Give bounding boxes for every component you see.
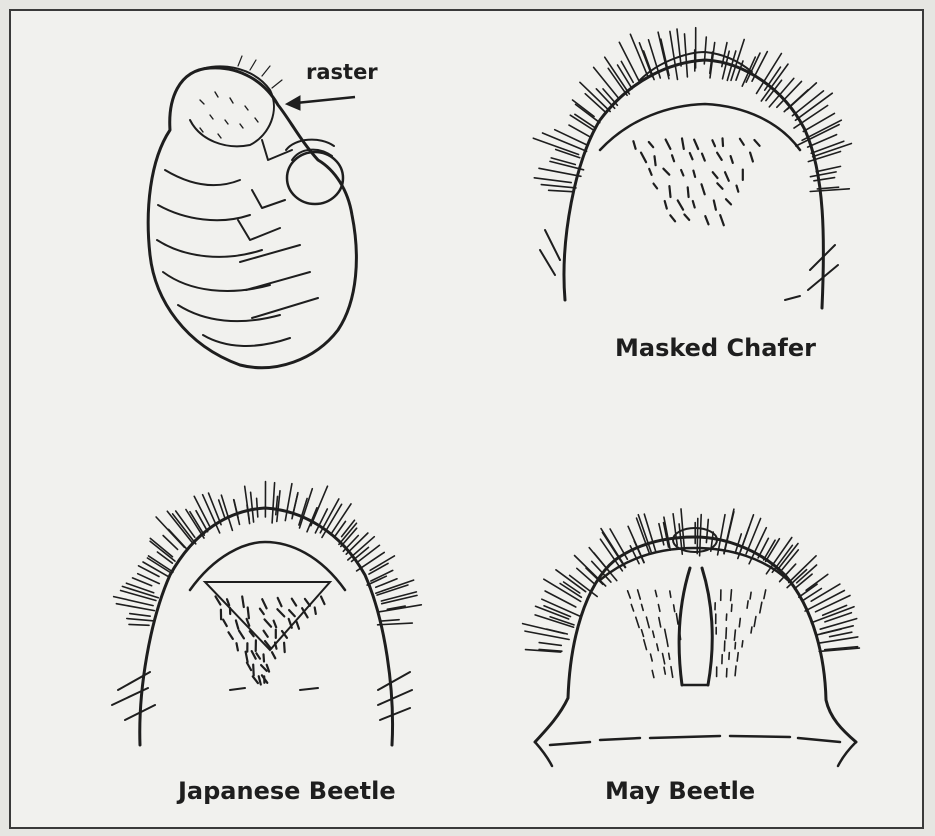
japanese-beetle-caption: Japanese Beetle bbox=[178, 777, 396, 805]
may-beetle-seta bbox=[742, 641, 743, 647]
masked-chafer-seta bbox=[723, 138, 724, 146]
seta-hair bbox=[129, 624, 149, 625]
plate-frame bbox=[10, 10, 923, 828]
raster-label: raster bbox=[306, 60, 378, 84]
masked-chafer-seta bbox=[688, 187, 689, 197]
may-beetle-seta bbox=[737, 653, 738, 661]
japanese-beetle-seta bbox=[253, 665, 254, 676]
may-beetle-seta bbox=[739, 618, 740, 626]
may-beetle-seta bbox=[747, 601, 748, 608]
may-beetle-seta bbox=[750, 592, 751, 599]
may-beetle-seta bbox=[735, 643, 736, 649]
masked-chafer-seta bbox=[655, 156, 656, 165]
japanese-beetle-seta bbox=[237, 643, 238, 650]
may-beetle-seta bbox=[734, 630, 735, 640]
masked-chafer-seta bbox=[669, 186, 670, 197]
japanese-beetle-seta bbox=[248, 608, 249, 619]
may-beetle-seta bbox=[674, 605, 675, 612]
may-beetle-seta bbox=[731, 590, 732, 601]
may-beetle-seta bbox=[731, 604, 732, 611]
seta-hair bbox=[697, 518, 698, 553]
japanese-beetle-seta bbox=[284, 643, 285, 652]
may-beetle-seta bbox=[670, 591, 671, 597]
japanese-beetle-seta bbox=[315, 608, 316, 614]
may-beetle-seta bbox=[726, 628, 727, 639]
may-beetle-caption: May Beetle bbox=[605, 777, 755, 805]
may-beetle-seta bbox=[735, 666, 736, 676]
masked-chafer-caption: Masked Chafer bbox=[615, 334, 816, 362]
may-beetle-seta bbox=[751, 627, 752, 633]
japanese-beetle-seta bbox=[264, 654, 265, 661]
may-beetle-seta bbox=[669, 653, 670, 659]
japanese-beetle-seta bbox=[275, 643, 277, 649]
